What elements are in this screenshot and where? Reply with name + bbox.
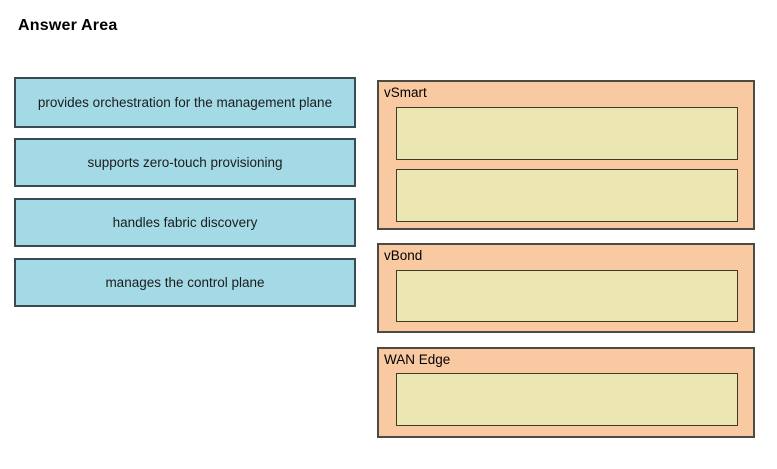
drop-slot-wan-edge-1[interactable] xyxy=(396,373,738,426)
drop-group-vbond-label: vBond xyxy=(384,248,423,263)
drop-group-vsmart-label: vSmart xyxy=(384,85,427,100)
drop-slot-vbond-1[interactable] xyxy=(396,270,738,322)
drop-group-wan-edge: WAN Edge xyxy=(377,347,755,438)
drop-slot-vsmart-1[interactable] xyxy=(396,107,738,160)
drop-group-vsmart: vSmart xyxy=(377,80,755,230)
drop-group-wan-edge-label: WAN Edge xyxy=(384,352,451,367)
drag-item-orchestration-management-plane[interactable]: provides orchestration for the managemen… xyxy=(14,77,356,128)
drop-group-vbond: vBond xyxy=(377,243,755,333)
drop-slot-vsmart-2[interactable] xyxy=(396,169,738,222)
page-title: Answer Area xyxy=(18,17,118,34)
drag-item-zero-touch-provisioning[interactable]: supports zero-touch provisioning xyxy=(14,138,356,187)
drag-item-fabric-discovery[interactable]: handles fabric discovery xyxy=(14,198,356,247)
drag-item-control-plane[interactable]: manages the control plane xyxy=(14,258,356,307)
